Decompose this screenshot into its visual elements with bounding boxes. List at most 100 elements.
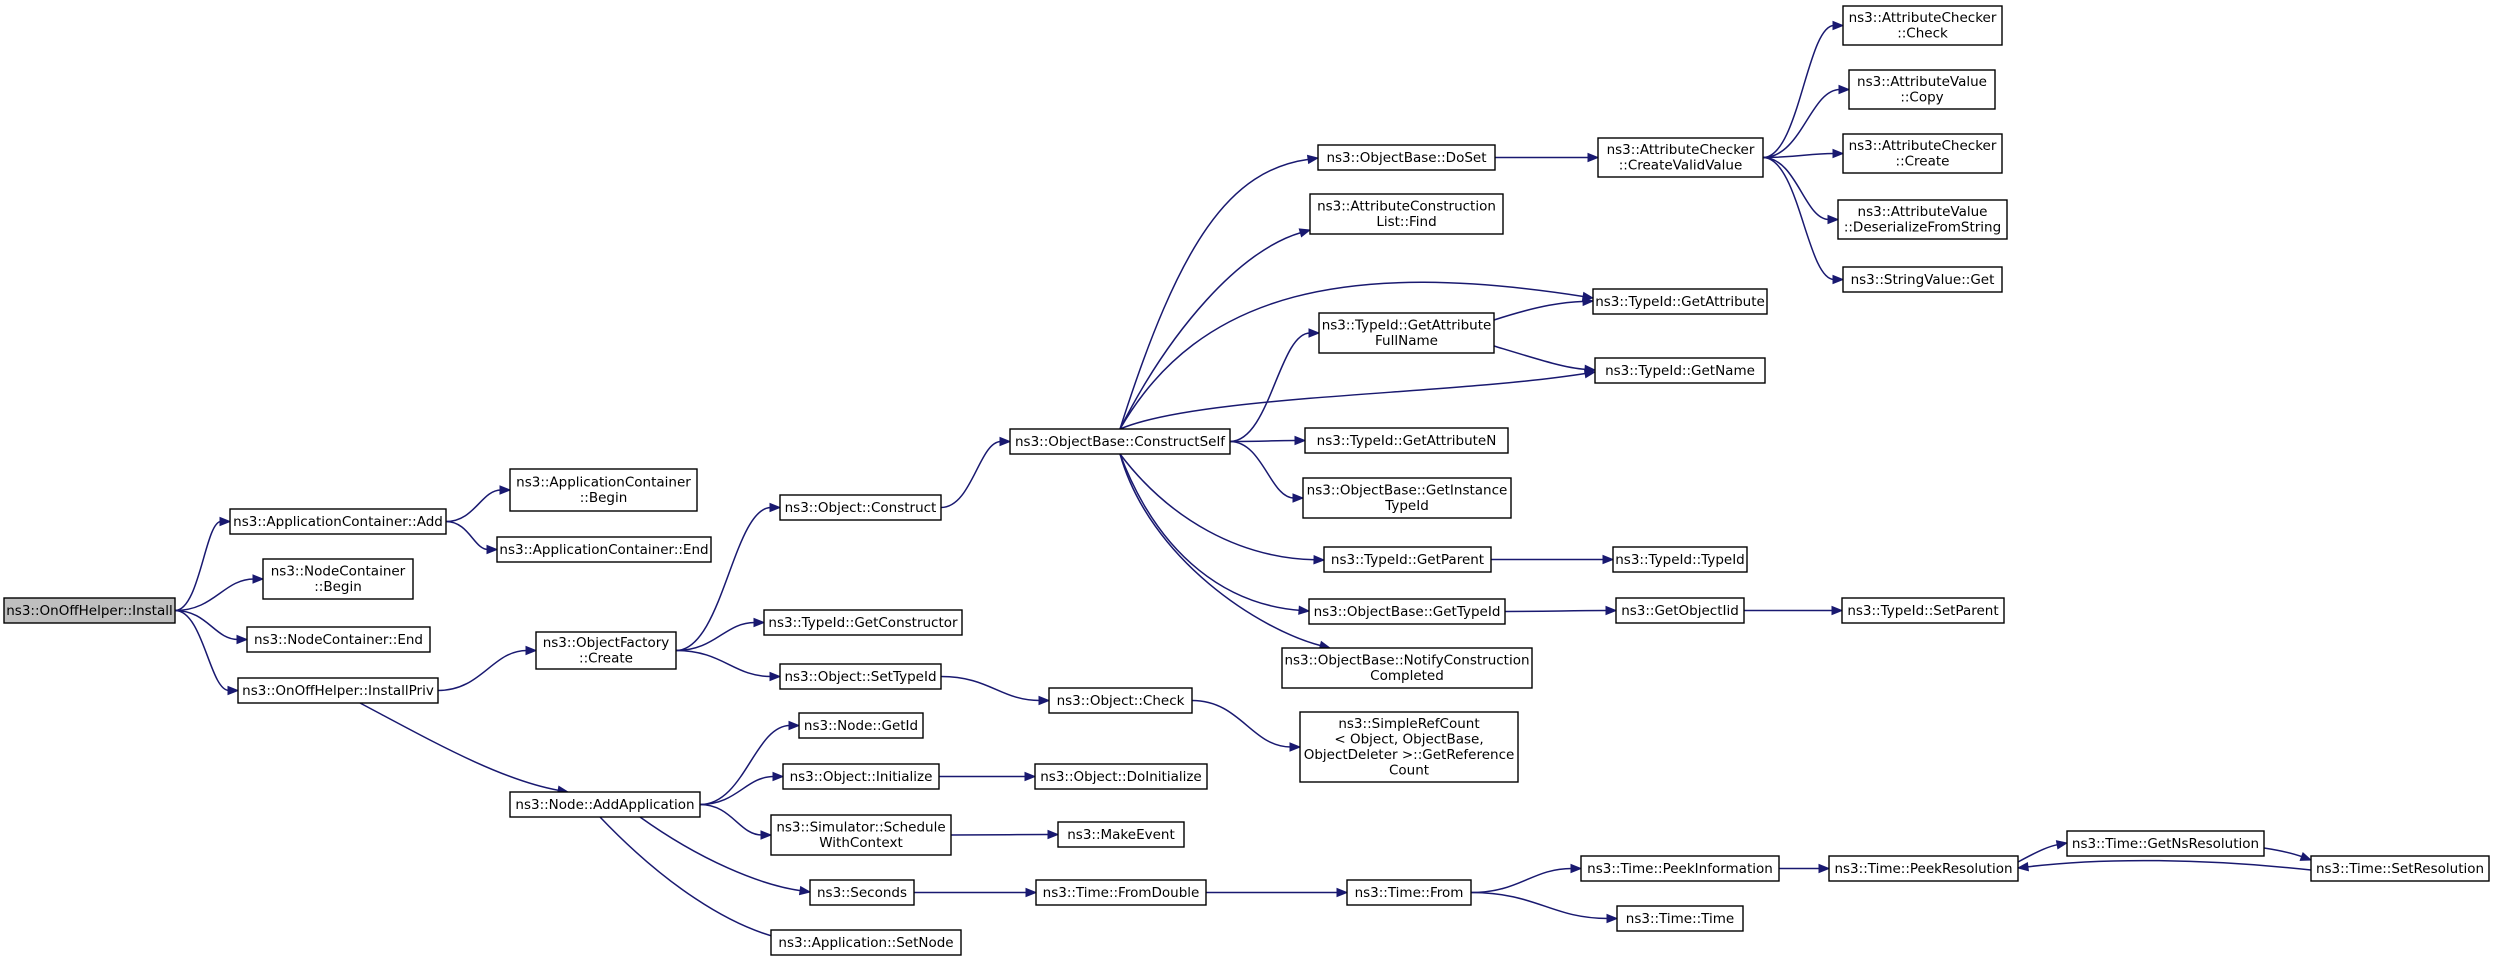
node-svGet[interactable]: ns3::StringValue::Get xyxy=(1842,266,2003,293)
node-acEnd[interactable]: ns3::ApplicationContainer::End xyxy=(496,536,712,563)
node-label: ns3::Time::Time xyxy=(1626,911,1734,927)
edge-line xyxy=(599,816,792,942)
edge-line xyxy=(699,724,791,806)
node-ncBegin[interactable]: ns3::NodeContainer::Begin xyxy=(262,558,414,600)
node-acBegin[interactable]: ns3::ApplicationContainer::Begin xyxy=(509,468,698,512)
node-label: ns3::TypeId::GetParent xyxy=(1331,552,1484,568)
node-timeFrom[interactable]: ns3::Time::From xyxy=(1346,879,1472,906)
node-ncEnd[interactable]: ns3::NodeContainer::End xyxy=(246,626,431,653)
edge-arrowhead xyxy=(769,671,782,682)
node-getAttribute[interactable]: ns3::TypeId::GetAttribute xyxy=(1592,288,1768,315)
node-box xyxy=(1594,357,1766,384)
node-objCheck[interactable]: ns3::Object::Check xyxy=(1048,687,1193,714)
node-getName[interactable]: ns3::TypeId::GetName xyxy=(1594,357,1766,384)
edge-line xyxy=(1191,699,1292,748)
node-install[interactable]: ns3::OnOffHelper::Install xyxy=(3,597,176,624)
node-installPriv[interactable]: ns3::OnOffHelper::InstallPriv xyxy=(237,677,439,704)
node-appAdd[interactable]: ns3::ApplicationContainer::Add xyxy=(229,508,447,535)
node-box xyxy=(1299,711,1519,783)
node-box xyxy=(1842,133,2003,174)
edge-line xyxy=(2026,859,2312,871)
node-doSet[interactable]: ns3::ObjectBase::DoSet xyxy=(1317,144,1496,171)
edge-addApp-to-nodeGetId xyxy=(699,720,801,806)
node-getConstructor[interactable]: ns3::TypeId::GetConstructor xyxy=(763,609,963,636)
node-timeTime[interactable]: ns3::Time::Time xyxy=(1616,905,1744,932)
node-box xyxy=(1308,598,1506,625)
node-createValid[interactable]: ns3::AttributeChecker::CreateValidValue xyxy=(1597,137,1764,178)
node-makeEvent[interactable]: ns3::MakeEvent xyxy=(1057,821,1185,848)
node-addApp[interactable]: ns3::Node::AddApplication xyxy=(509,791,701,818)
edge-installPriv-to-ofCreate xyxy=(437,645,538,692)
edge-constructSelf-to-getParent xyxy=(1119,453,1326,565)
node-typeIdCtor[interactable]: ns3::TypeId::TypeId xyxy=(1612,546,1748,573)
edge-line xyxy=(1504,609,1608,613)
node-constructSelf[interactable]: ns3::ObjectBase::ConstructSelf xyxy=(1009,428,1231,455)
node-setRes[interactable]: ns3::Time::SetResolution xyxy=(2310,855,2490,882)
node-getParent[interactable]: ns3::TypeId::GetParent xyxy=(1323,546,1492,573)
edge-getAttrFullName-to-getName xyxy=(1493,345,1597,375)
node-box xyxy=(509,791,701,818)
edge-appAdd-to-acBegin xyxy=(445,485,512,523)
edge-setRes-to-peekRes xyxy=(2016,859,2312,872)
node-setNode[interactable]: ns3::Application::SetNode xyxy=(770,929,962,956)
node-getAttrN[interactable]: ns3::TypeId::GetAttributeN xyxy=(1304,427,1509,454)
node-box xyxy=(1841,597,2005,624)
edge-arrowhead xyxy=(499,485,512,495)
edge-line xyxy=(699,775,775,806)
edge-line xyxy=(1119,453,1316,561)
node-getRefCount[interactable]: ns3::SimpleRefCount< Object, ObjectBase,… xyxy=(1299,711,1519,783)
edge-arrowhead xyxy=(760,830,773,840)
node-peekInfo[interactable]: ns3::Time::PeekInformation xyxy=(1580,855,1780,882)
node-setTypeId[interactable]: ns3::Object::SetTypeId xyxy=(779,663,942,690)
node-label: ns3::TypeId::TypeId xyxy=(1615,552,1745,568)
node-doInit[interactable]: ns3::Object::DoInitialize xyxy=(1034,763,1208,790)
node-label: ns3::NodeContainer xyxy=(271,564,406,580)
edge-line xyxy=(174,609,239,641)
node-label: ns3::GetObjectIid xyxy=(1621,603,1739,619)
edge-constructSelf-to-getAttrFullName xyxy=(1229,328,1321,443)
node-ofCreate[interactable]: ns3::ObjectFactory::Create xyxy=(535,631,677,670)
edge-arrowhead xyxy=(798,885,812,896)
node-label: ns3::TypeId::GetAttribute xyxy=(1322,318,1492,334)
edge-arrowhead xyxy=(999,436,1012,447)
edge-line xyxy=(359,702,560,792)
node-getObjectIid[interactable]: ns3::GetObjectIid xyxy=(1615,597,1745,624)
node-label: ::Create xyxy=(1896,154,1950,170)
node-obGetTypeId[interactable]: ns3::ObjectBase::GetTypeId xyxy=(1308,598,1506,625)
edge-arrowhead xyxy=(2016,862,2029,872)
edge-createValid-to-svGet xyxy=(1762,156,1845,285)
node-label: ns3::AttributeValue xyxy=(1857,74,1987,90)
node-notifyConstr[interactable]: ns3::ObjectBase::NotifyConstructionCompl… xyxy=(1281,647,1533,689)
node-acCheck[interactable]: ns3::AttributeChecker::Check xyxy=(1842,5,2003,46)
node-box xyxy=(1615,597,1745,624)
node-seconds[interactable]: ns3::Seconds xyxy=(809,879,915,906)
node-fromDouble[interactable]: ns3::Time::FromDouble xyxy=(1035,879,1207,906)
node-acCreate[interactable]: ns3::AttributeChecker::Create xyxy=(1842,133,2003,174)
node-setParent[interactable]: ns3::TypeId::SetParent xyxy=(1841,597,2005,624)
node-label: ::Begin xyxy=(580,490,628,506)
node-box xyxy=(798,712,924,739)
node-label: ns3::ObjectBase::ConstructSelf xyxy=(1015,434,1226,450)
node-objConstruct[interactable]: ns3::Object::Construct xyxy=(779,494,942,521)
edge-setTypeId-to-objCheck xyxy=(940,675,1051,706)
edge-peekRes-to-getNsRes xyxy=(2017,840,2069,863)
node-box xyxy=(1057,821,1185,848)
node-peekRes[interactable]: ns3::Time::PeekResolution xyxy=(1828,855,2019,882)
edge-line xyxy=(1229,440,1295,499)
node-label: TypeId xyxy=(1384,498,1429,514)
edge-line xyxy=(1470,867,1573,894)
node-box xyxy=(1580,855,1780,882)
node-objInit[interactable]: ns3::Object::Initialize xyxy=(782,763,940,790)
edge-arrowhead xyxy=(1313,555,1326,565)
node-label: ObjectDeleter >::GetReference xyxy=(1304,747,1515,763)
node-avDeser[interactable]: ns3::AttributeValue::DeserializeFromStri… xyxy=(1837,199,2008,240)
node-avCopy[interactable]: ns3::AttributeValue::Copy xyxy=(1848,69,1996,110)
node-nodeGetId[interactable]: ns3::Node::GetId xyxy=(798,712,924,739)
node-getNsRes[interactable]: ns3::Time::GetNsResolution xyxy=(2066,830,2265,857)
node-box xyxy=(1597,137,1764,178)
edge-install-to-ncBegin xyxy=(174,574,265,612)
